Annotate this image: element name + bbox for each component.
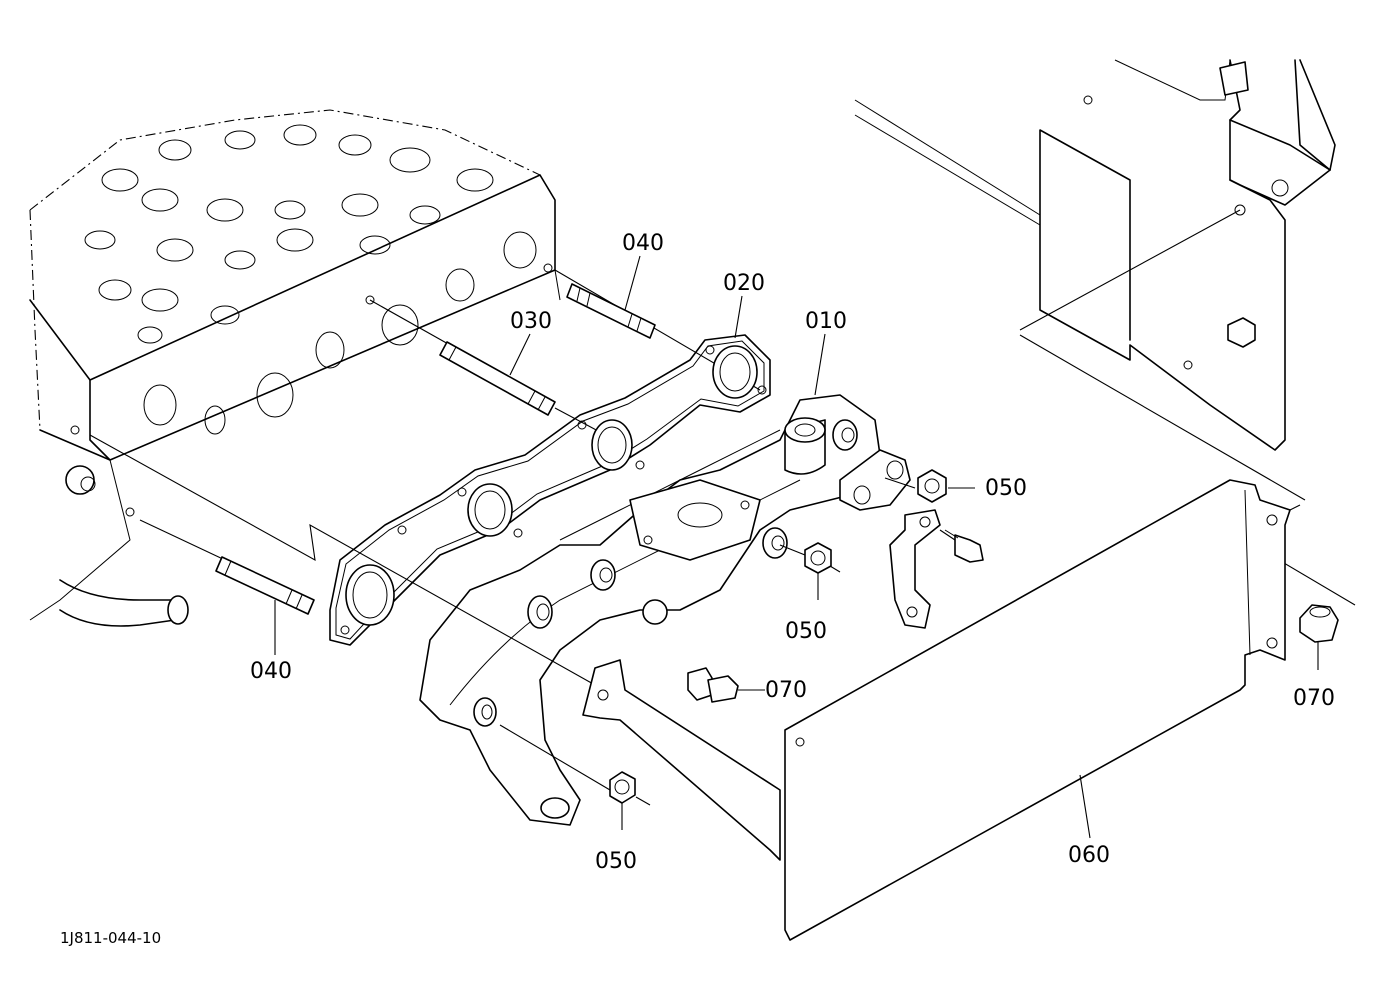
callout-labels: 040 020 030 010 050 050 040 070 070 050 … [250, 231, 1335, 874]
callout-060: 060 [1068, 843, 1110, 868]
nut-050-middle [779, 542, 841, 600]
callout-050-lower: 050 [595, 849, 637, 874]
small-bracket [889, 509, 984, 629]
shield-bracket [582, 659, 781, 861]
heat-shield [784, 479, 1291, 941]
nut-050-lower [499, 724, 651, 830]
callout-020: 020 [723, 271, 765, 296]
callout-070-right: 070 [1293, 686, 1335, 711]
stud-040-lower [139, 519, 315, 615]
exhaust-manifold [419, 394, 911, 826]
stud-030 [369, 299, 601, 433]
callout-010: 010 [805, 309, 847, 334]
rear-bracket [854, 59, 1336, 501]
callout-070-left: 070 [765, 678, 807, 703]
nut-050-right [884, 469, 975, 503]
bolt-070-left [687, 667, 765, 703]
diagram-code: 1J811-044-10 [60, 929, 161, 947]
callout-040-upper: 040 [622, 231, 664, 256]
cylinder-head [29, 109, 561, 627]
callout-030: 030 [510, 309, 552, 334]
callout-050-right: 050 [985, 476, 1027, 501]
bolt-070-right [1299, 604, 1339, 670]
callout-050-middle: 050 [785, 619, 827, 644]
manifold-gasket [329, 334, 771, 646]
callout-040-lower: 040 [250, 659, 292, 684]
